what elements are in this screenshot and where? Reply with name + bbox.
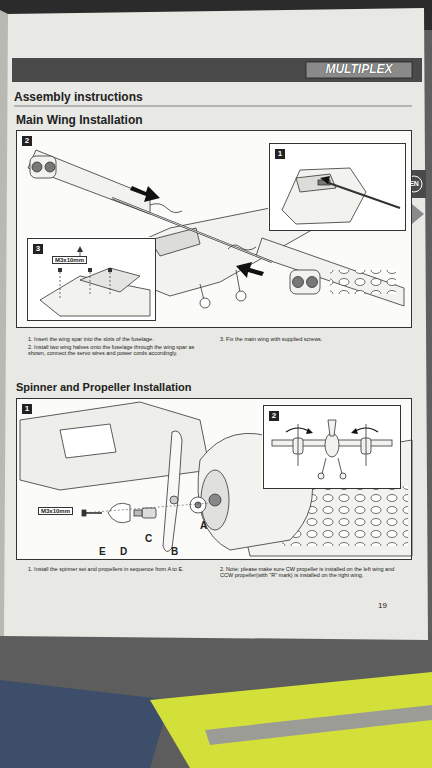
dimension-label: M3x10mm (38, 507, 73, 515)
step-text: 1. Insert the wing spar into the slots o… (28, 336, 213, 342)
inset-frame: 2 (263, 405, 401, 489)
step-text: 1. Install the spinner set and propeller… (28, 566, 213, 572)
step-text: 2. Note: please make sure CW propeller i… (220, 566, 405, 579)
callout-number: 2 (269, 411, 279, 421)
part-letter: A (200, 520, 207, 532)
illustration-frame: 2 1 3M3x10mm (16, 130, 412, 328)
step-text: 3. Fix the main wing with supplied screw… (220, 336, 405, 342)
part-letter: B (171, 546, 178, 558)
callout-number: 1 (22, 404, 32, 414)
part-letter: C (145, 533, 152, 545)
brand-logo: MULTIPLEX (325, 63, 392, 77)
section-heading: Main Wing Installation (16, 114, 143, 128)
section-title: Assembly instructions (14, 91, 143, 105)
page-number: 19 (378, 601, 387, 610)
callout-number: 1 (275, 149, 285, 159)
inset-frame: 3M3x10mm (27, 238, 156, 321)
callout-number: 2 (22, 136, 32, 146)
language-tab: EN (409, 180, 419, 188)
step-text: 2. Install two wing halves onto the fuse… (28, 344, 213, 357)
part-letter: D (120, 546, 127, 558)
dimension-label: M3x10mm (52, 256, 87, 264)
callout-number: 3 (33, 244, 43, 254)
section-heading: Spinner and Propeller Installation (16, 381, 191, 394)
illustration-frame: 12 (16, 398, 412, 560)
part-letter: E (99, 546, 106, 558)
inset-frame: 1 (269, 143, 406, 231)
